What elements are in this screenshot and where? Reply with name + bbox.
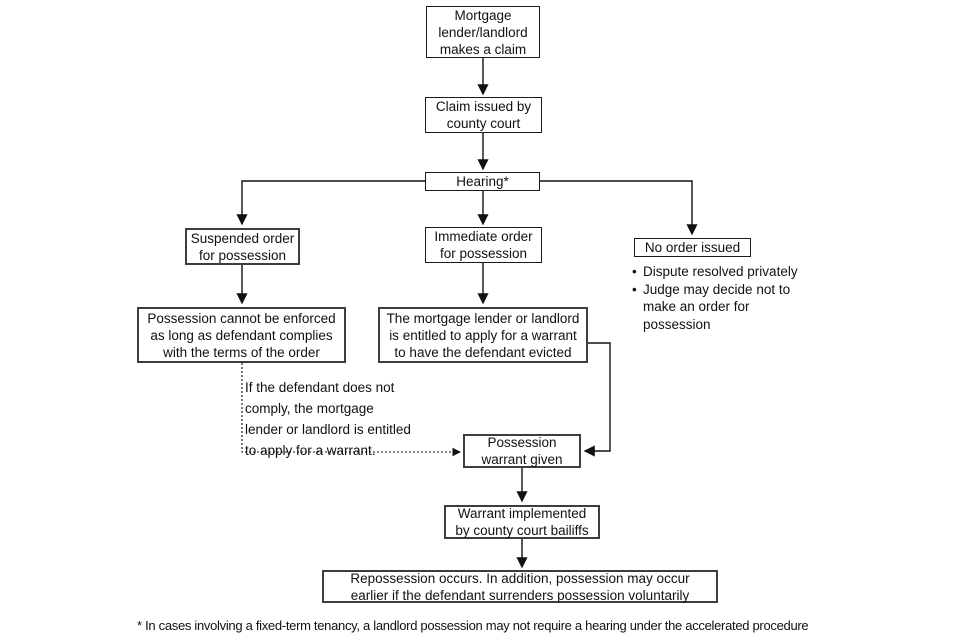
node-apply-for-warrant: The mortgage lender or landlord is entit… [378,307,588,363]
bullet-text-dispute-resolved: Dispute resolved privately [643,264,798,279]
bullet-icon: • [632,281,637,297]
connector-warrantapply-to-warrantgiven [583,342,611,457]
list-item: • Dispute resolved privately [632,263,832,281]
node-possession-warrant-given: Possession warrant given [463,434,581,468]
node-claim-issued-by-county-court: Claim issued by county court [425,97,542,133]
node-mortgage-lender-makes-claim: Mortgage lender/landlord makes a claim [426,6,540,58]
footnote-accelerated-procedure: * In cases involving a fixed-term tenanc… [137,618,809,633]
list-item: • Judge may decide not to make an order … [632,281,832,334]
node-no-order-issued: No order issued [634,238,751,257]
node-repossession-occurs: Repossession occurs. In addition, posses… [322,570,718,603]
connector-hearing-to-noorder [540,180,698,236]
bullet-text-judge-may-decide: Judge may decide not to make an order fo… [643,281,791,332]
connector-hearing-to-suspended [236,180,425,226]
node-possession-not-enforced: Possession cannot be enforced as long as… [137,307,346,363]
no-order-bullet-list: • Dispute resolved privately • Judge may… [632,263,832,333]
bullet-icon: • [632,264,637,279]
node-suspended-order: Suspended order for possession [185,228,300,265]
annotation-defendant-does-not-comply: If the defendant does not comply, the mo… [245,380,411,458]
node-warrant-implemented: Warrant implemented by county court bail… [444,505,600,539]
node-immediate-order: Immediate order for possession [425,227,542,263]
node-hearing: Hearing* [425,172,540,191]
